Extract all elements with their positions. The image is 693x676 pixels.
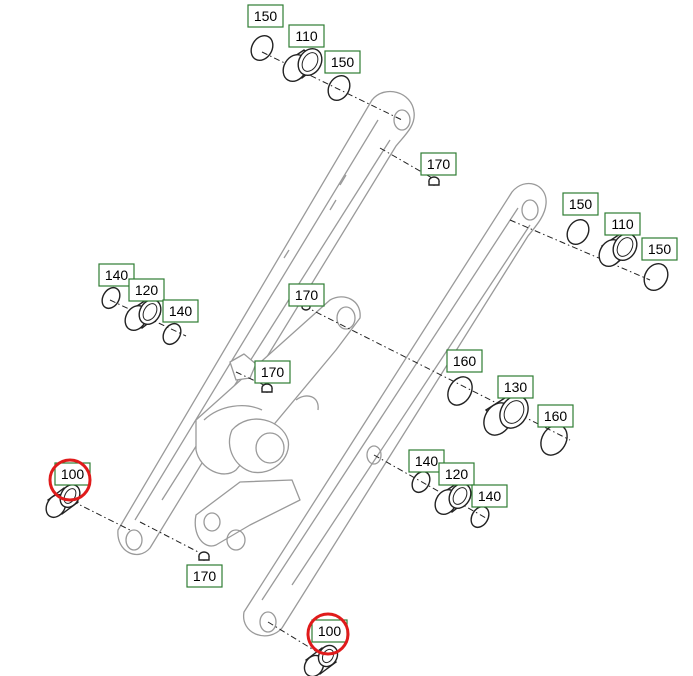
svg-text:110: 110 bbox=[295, 28, 318, 44]
callout-140-lower-1: 140 bbox=[408, 449, 445, 473]
callout-labels: 150 110 150 170 150 110 150 140 bbox=[54, 4, 678, 643]
snap-ring-150-top-left bbox=[250, 34, 274, 62]
callout-150-right-1: 150 bbox=[562, 192, 599, 216]
svg-text:170: 170 bbox=[295, 287, 319, 303]
callout-150-right-2: 150 bbox=[641, 237, 678, 261]
snap-ring-140-left-1 bbox=[101, 286, 121, 310]
bushing-110-top bbox=[282, 47, 323, 83]
callout-120-lower: 120 bbox=[438, 462, 475, 486]
svg-text:100: 100 bbox=[61, 466, 85, 482]
grease-fitting-170-left bbox=[261, 383, 273, 393]
svg-text:140: 140 bbox=[415, 453, 439, 469]
svg-text:170: 170 bbox=[193, 568, 217, 584]
callout-140-lower-2: 140 bbox=[471, 484, 508, 508]
cross-tube-linkage bbox=[194, 296, 361, 551]
snap-ring-140-left-2 bbox=[162, 322, 182, 346]
svg-text:140: 140 bbox=[105, 267, 129, 283]
grease-fitting-170-bottom bbox=[198, 551, 210, 561]
callout-160-center-1: 160 bbox=[446, 349, 483, 373]
svg-text:150: 150 bbox=[254, 8, 278, 24]
bushing-130-center bbox=[483, 395, 529, 436]
svg-text:160: 160 bbox=[453, 353, 477, 369]
callout-100-right: 100 bbox=[311, 619, 348, 643]
svg-text:110: 110 bbox=[611, 216, 634, 232]
svg-text:150: 150 bbox=[569, 196, 593, 212]
highlight-circle-100-right bbox=[306, 612, 350, 656]
highlight-circle-100-left bbox=[48, 458, 92, 502]
callout-170-top: 170 bbox=[420, 152, 457, 176]
bushing-100-left bbox=[45, 483, 81, 519]
snap-ring-150-top-right bbox=[327, 74, 351, 102]
callout-110-right: 110 bbox=[604, 212, 641, 236]
bushing-120-left bbox=[124, 298, 162, 332]
svg-text:140: 140 bbox=[169, 303, 193, 319]
svg-text:120: 120 bbox=[445, 466, 469, 482]
highlight-marks bbox=[48, 458, 350, 656]
svg-text:140: 140 bbox=[478, 488, 502, 504]
grease-fitting-170-top bbox=[428, 176, 440, 186]
bushing-110-right bbox=[598, 232, 638, 268]
callout-170-middle: 170 bbox=[288, 283, 325, 307]
callout-170-left: 170 bbox=[254, 360, 291, 384]
callout-170-bottom: 170 bbox=[186, 564, 223, 588]
callout-150-top-left: 150 bbox=[247, 4, 284, 28]
svg-text:170: 170 bbox=[261, 364, 285, 380]
callout-150-top-right: 150 bbox=[324, 50, 361, 74]
callout-140-left-1: 140 bbox=[98, 263, 135, 287]
svg-text:150: 150 bbox=[648, 241, 672, 257]
parts bbox=[45, 34, 669, 676]
callout-130-center: 130 bbox=[497, 375, 534, 399]
callout-110-top: 110 bbox=[288, 24, 325, 48]
svg-text:130: 130 bbox=[504, 379, 528, 395]
svg-text:160: 160 bbox=[544, 408, 568, 424]
svg-text:170: 170 bbox=[427, 156, 451, 172]
callout-160-center-2: 160 bbox=[537, 404, 574, 428]
snap-ring-160-center-1 bbox=[447, 376, 473, 406]
snap-ring-150-right-2 bbox=[643, 262, 669, 292]
snap-ring-150-right-1 bbox=[566, 218, 590, 246]
svg-text:100: 100 bbox=[318, 623, 342, 639]
callout-140-left-2: 140 bbox=[162, 299, 199, 323]
svg-text:120: 120 bbox=[135, 282, 159, 298]
bushing-120-lower bbox=[434, 482, 472, 516]
right-boom-arm bbox=[243, 182, 547, 637]
callout-120-left: 120 bbox=[128, 278, 165, 302]
bushing-100-right bbox=[303, 644, 339, 676]
svg-text:150: 150 bbox=[331, 54, 355, 70]
